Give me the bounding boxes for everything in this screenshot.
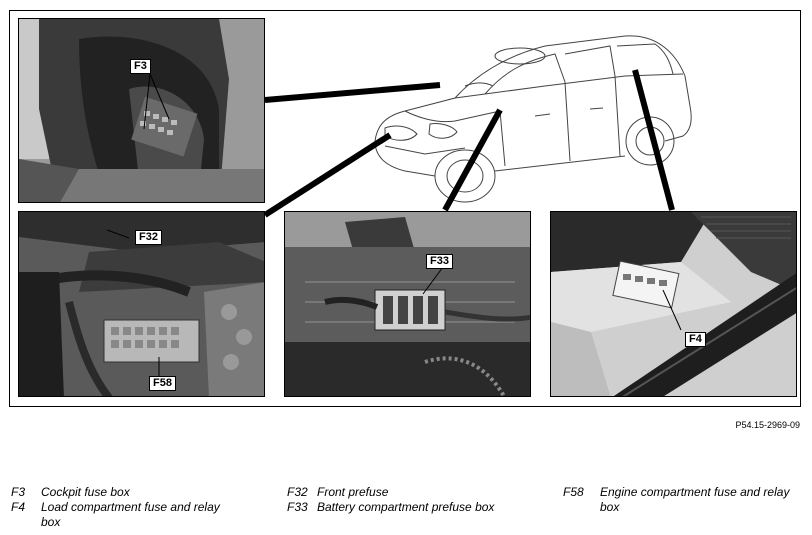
- callout-f33: F33: [426, 254, 453, 269]
- legend-text: Battery compartment prefuse box: [317, 500, 495, 514]
- connector-cockpit: [264, 82, 441, 103]
- connector-load: [632, 69, 675, 211]
- location-figure: F3 F32 F58 F33 F4: [9, 10, 801, 407]
- legend-code: F4: [11, 500, 26, 514]
- legend-code: F58: [563, 485, 584, 499]
- legend-text: Cockpit fuse box: [41, 485, 130, 499]
- figure-reference: P54.15-2969-09: [735, 420, 800, 430]
- vehicle-drawing: [374, 35, 692, 203]
- connector-engine: [263, 132, 392, 218]
- callout-f4: F4: [685, 332, 706, 347]
- legend-code: F3: [11, 485, 26, 499]
- legend-text: Load compartment fuse and relay box: [41, 500, 220, 529]
- callout-f3: F3: [130, 59, 151, 74]
- legend-code: F32: [287, 485, 308, 499]
- connector-battery: [442, 108, 503, 212]
- battery-compartment-photo: [284, 211, 531, 397]
- legend-text: Front prefuse: [317, 485, 389, 499]
- legend-text: Engine compartment fuse and relay box: [600, 485, 790, 514]
- callout-f58: F58: [149, 376, 176, 391]
- legend-code: F33: [287, 500, 308, 514]
- cockpit-photo: [18, 18, 265, 203]
- callout-f32: F32: [135, 230, 162, 245]
